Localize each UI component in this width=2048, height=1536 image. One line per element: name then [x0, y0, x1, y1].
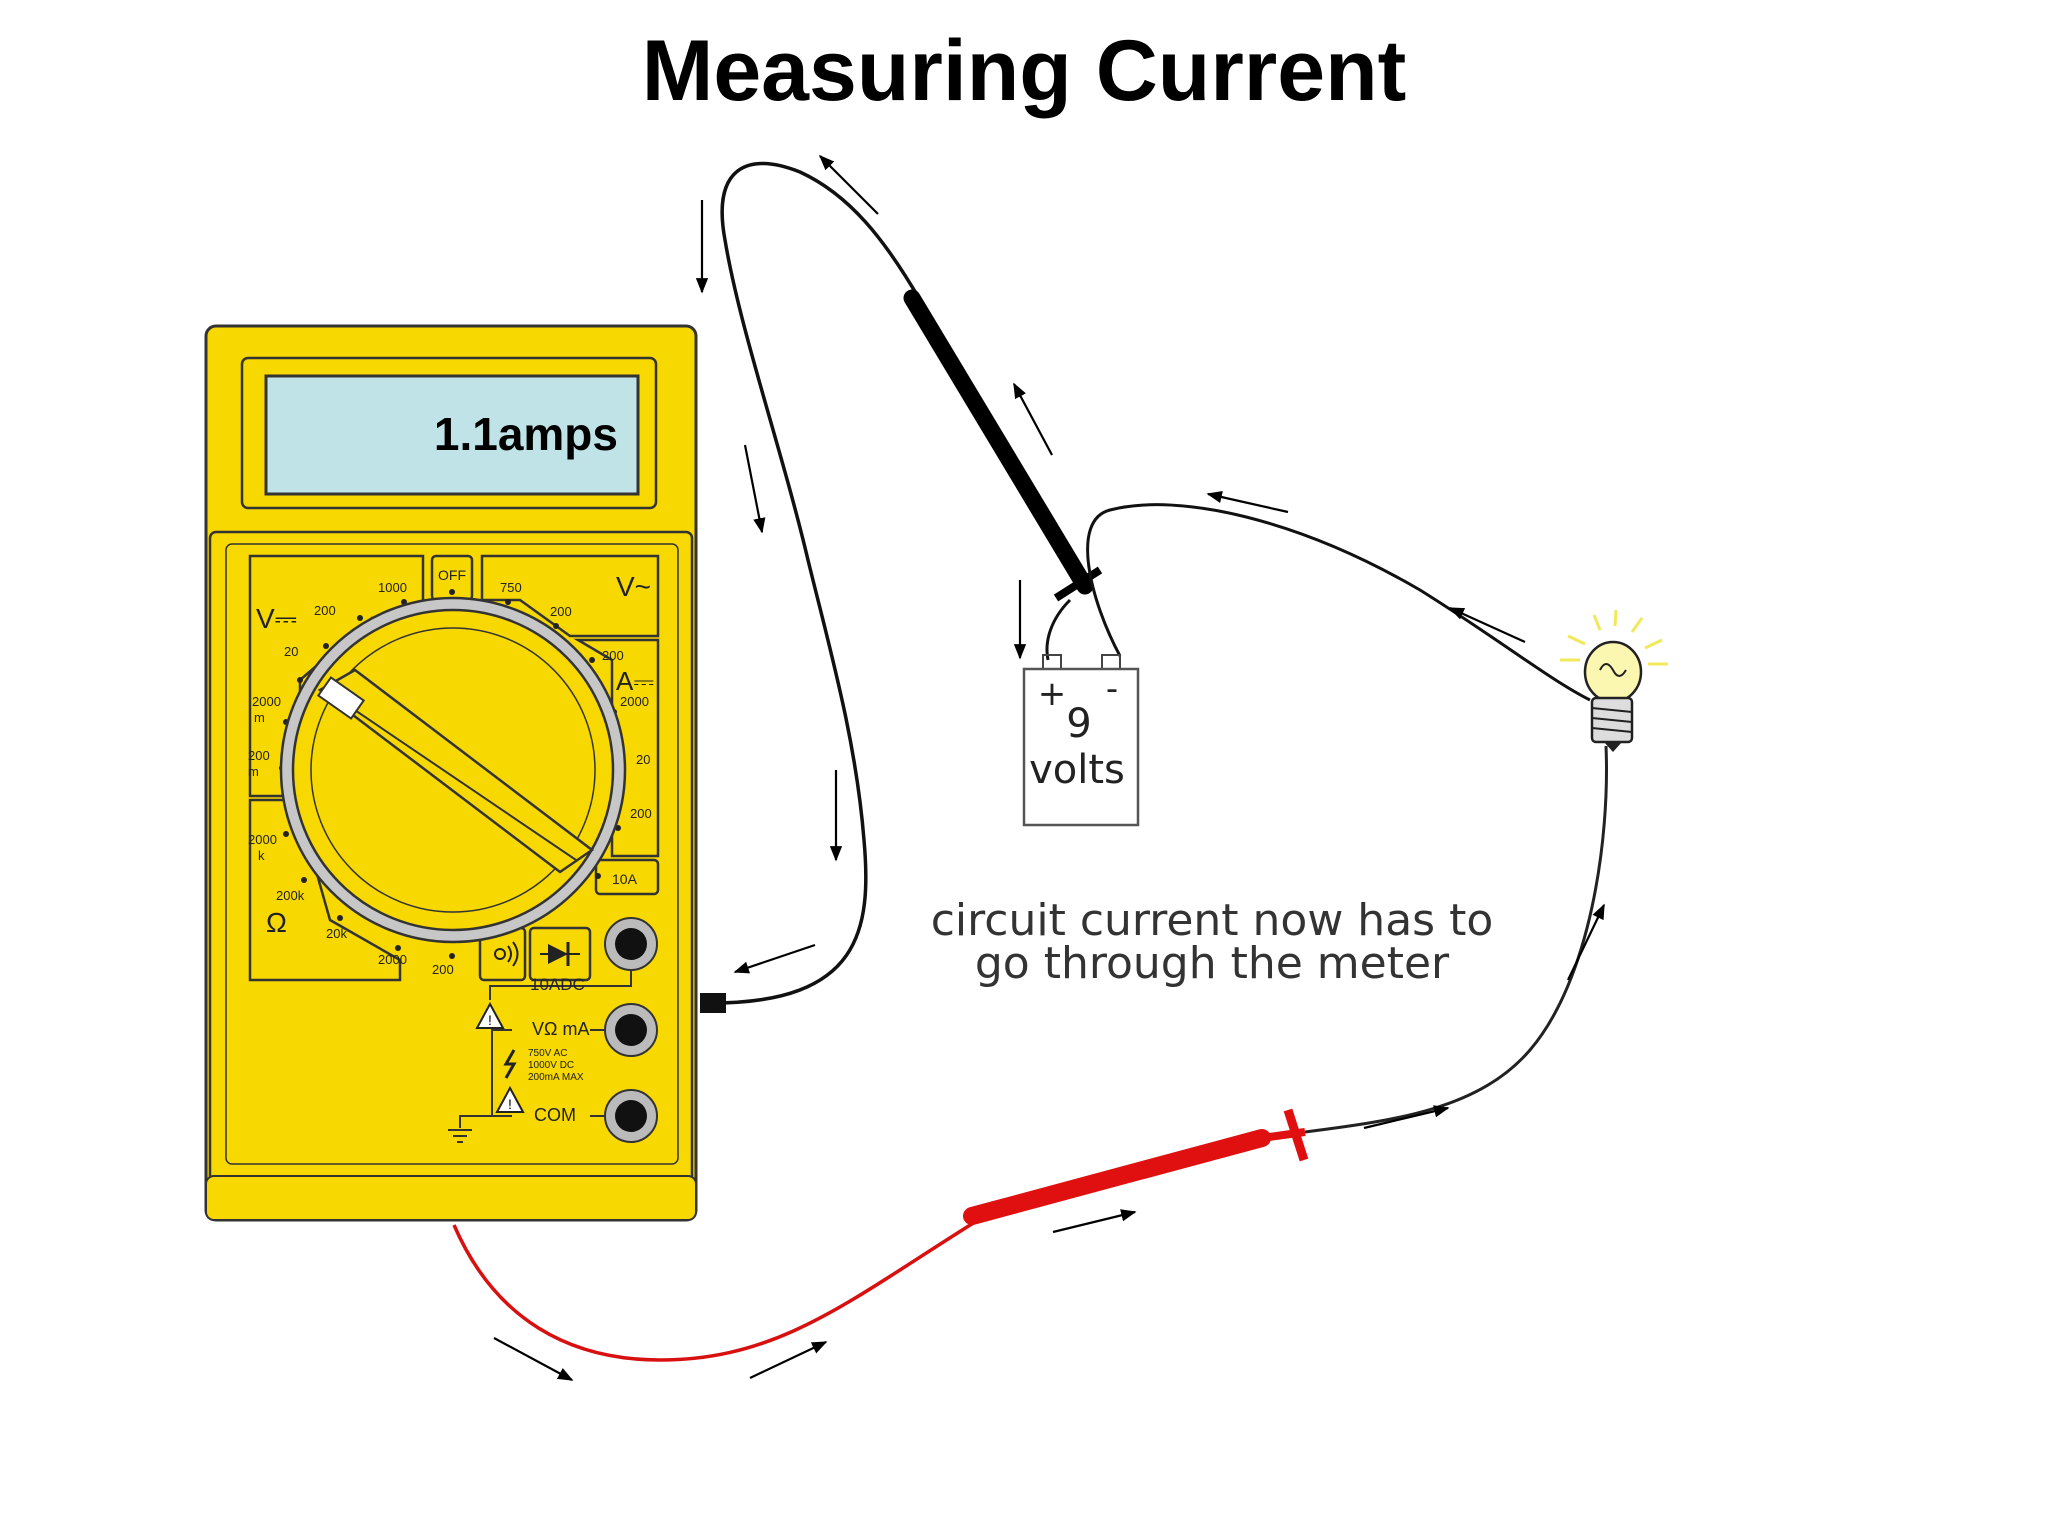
- label-200m: 200: [248, 748, 270, 763]
- arrow-12: [1052, 1209, 1137, 1234]
- battery-voltage: 9: [1066, 701, 1091, 747]
- arrow-11: [1363, 1105, 1450, 1130]
- spec-line-3: 200mA MAX: [528, 1072, 584, 1083]
- red-lead-wire: [452, 1220, 976, 1362]
- battery-to-bulb-wire: [1086, 503, 1591, 702]
- battery-unit: volts: [1029, 747, 1125, 793]
- label-20k: 20k: [326, 926, 347, 941]
- panel-diode: [528, 926, 592, 982]
- label-2000m: 2000: [252, 694, 281, 709]
- caption-line-2: go through the meter: [975, 938, 1450, 989]
- label-200b: 200: [432, 962, 454, 977]
- terminal-com-label: COM: [534, 1105, 576, 1125]
- panel-dc-amps: [573, 638, 660, 858]
- label-amp-200: 200: [602, 648, 624, 663]
- black-lead-wire: [711, 161, 922, 1005]
- light-bulb: [1560, 609, 1668, 752]
- continuity-icon: [494, 941, 519, 967]
- label-200a: 200: [314, 603, 336, 618]
- arrow-13: [749, 1341, 828, 1379]
- arrow-14: [493, 1337, 574, 1381]
- label-m2: m: [248, 764, 259, 779]
- bulb-to-red-wire: [1304, 745, 1608, 1134]
- arrow-7: [1448, 606, 1526, 644]
- label-m1: m: [254, 710, 265, 725]
- arrow-6: [1206, 491, 1289, 514]
- warning-icon: !: [475, 1001, 505, 1029]
- page-title: Measuring Current: [641, 23, 1407, 119]
- red-probe: [963, 1129, 1271, 1225]
- label-amp-2000: 2000: [620, 694, 649, 709]
- high-voltage-icon: [503, 1049, 517, 1079]
- diode-icon: [540, 942, 580, 966]
- label-k: k: [258, 848, 265, 863]
- label-ac-volts: V~: [616, 571, 651, 602]
- terminal-10adc-label: 10ADC: [530, 975, 585, 994]
- label-1000: 1000: [378, 580, 407, 595]
- multimeter: 1.1amps V⎓ OFF V~ A⎓ Ω 1000 200 20 2000 …: [204, 324, 726, 1222]
- label-ohms: Ω: [266, 907, 287, 938]
- label-2000k: 2000: [248, 832, 277, 847]
- current-direction-arrows: [493, 154, 1605, 1381]
- label-amp-200m: 200: [630, 806, 652, 821]
- label-amp-20: 20: [636, 752, 650, 767]
- label-off: OFF: [438, 567, 466, 583]
- black-lead-plug: [700, 993, 726, 1013]
- rotary-dial[interactable]: [279, 596, 627, 944]
- arrow-9: [733, 943, 816, 974]
- lcd-display: [264, 374, 640, 496]
- label-10a: 10A: [612, 871, 638, 887]
- jack-vohm-ma[interactable]: [604, 1003, 658, 1057]
- spec-line-1: 750V AC: [528, 1048, 567, 1059]
- arrow-2: [818, 154, 879, 215]
- arrow-4: [1013, 382, 1053, 456]
- label-dc-volts: V⎓: [256, 603, 297, 634]
- warning-icon-2: !: [495, 1085, 525, 1113]
- spec-line-2: 1000V DC: [528, 1060, 574, 1071]
- label-2000b: 2000: [378, 952, 407, 967]
- label-200ac: 200: [550, 604, 572, 619]
- black-probe: [903, 289, 1094, 595]
- battery: + - 9 volts: [1022, 654, 1140, 827]
- svg-text:!: !: [488, 1012, 492, 1028]
- label-200k: 200k: [276, 888, 305, 903]
- arrow-3: [743, 444, 766, 534]
- svg-text:!: !: [508, 1096, 512, 1112]
- label-750: 750: [500, 580, 522, 595]
- battery-minus-label: -: [1106, 669, 1118, 709]
- battery-plus-label: +: [1038, 674, 1067, 714]
- caption-line-1: circuit current now has to: [931, 895, 1494, 946]
- arrow-10: [1567, 903, 1605, 981]
- jack-com[interactable]: [604, 1089, 658, 1143]
- lcd-reading: 1.1amps: [434, 408, 618, 460]
- label-20a: 20: [284, 644, 298, 659]
- jack-10adc[interactable]: [604, 917, 658, 971]
- black-probe-guard: [1053, 566, 1103, 602]
- ground-icon: [448, 1129, 472, 1143]
- terminal-vohm-ma-label: VΩ mA: [532, 1019, 589, 1039]
- label-dc-amps: A⎓: [616, 666, 654, 696]
